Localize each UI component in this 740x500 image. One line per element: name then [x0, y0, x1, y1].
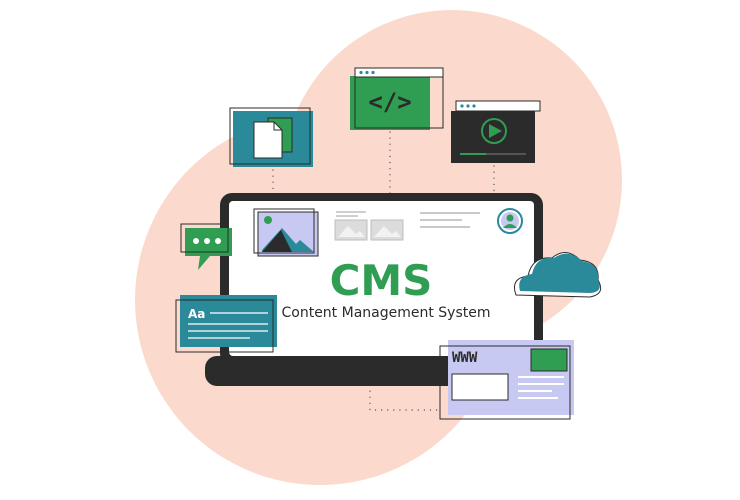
page-subtitle: Content Management System [281, 305, 490, 321]
text-card-label: Aa [188, 307, 205, 321]
cloud-icon [514, 252, 602, 298]
screen-text-lines [420, 212, 480, 228]
code-glyph: </> [368, 88, 411, 116]
document-icon [229, 107, 313, 167]
code-icon: </> [350, 67, 444, 130]
user-avatar-icon [497, 208, 523, 234]
web-card-label: WWW [452, 350, 478, 366]
chat-bubble-icon [180, 223, 232, 270]
website-card-icon: WWW [439, 340, 574, 420]
image-icon [253, 208, 319, 257]
text-format-icon: Aa [175, 295, 277, 353]
connector-lines [272, 131, 495, 411]
thumbnail-gallery [334, 211, 404, 241]
page-title: CMS [330, 256, 433, 305]
video-player-icon [451, 100, 541, 163]
